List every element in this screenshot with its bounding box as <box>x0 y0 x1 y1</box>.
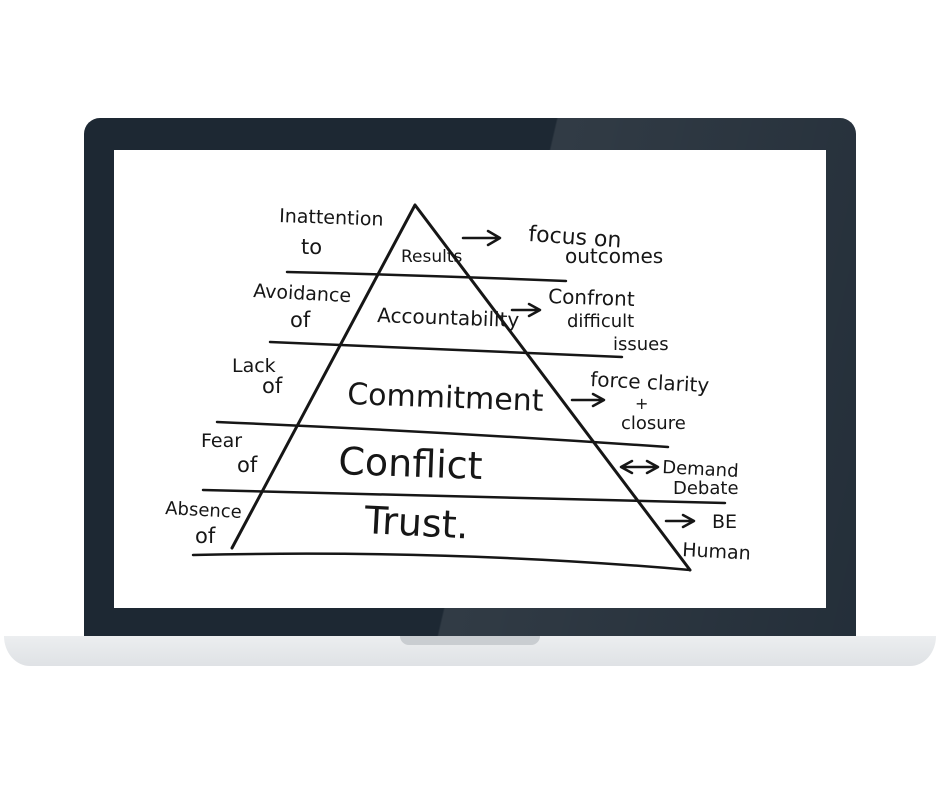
divider-line <box>201 488 727 505</box>
pyramid-outline <box>230 203 692 572</box>
action-label: force clarity <box>590 367 710 397</box>
action-label: Human <box>682 539 752 565</box>
action-label: + <box>635 394 648 413</box>
action-label: closure <box>621 413 686 434</box>
dysfunction-prefix: of <box>290 308 311 332</box>
laptop-screen <box>114 150 826 608</box>
dysfunction-prefix: Inattention <box>279 205 384 231</box>
level-name-conflict: Conflict <box>338 439 484 488</box>
level-name-results: Results <box>401 247 463 267</box>
laptop-base-notch <box>400 636 540 645</box>
level-name-commitment: Commitment <box>347 377 545 419</box>
level-name-trust: Trust. <box>363 498 470 547</box>
dysfunction-prefix: Lack <box>232 355 276 377</box>
dysfunction-prefix: to <box>301 235 322 259</box>
action-label: BE <box>712 511 737 533</box>
arrow-icon <box>510 302 542 318</box>
action-label: Demand <box>662 457 739 482</box>
dysfunction-prefix: of <box>262 374 283 398</box>
double-arrow-icon <box>619 459 660 475</box>
action-label: difficult <box>567 311 634 332</box>
arrow-icon <box>570 392 606 408</box>
dysfunction-prefix: of <box>237 453 258 477</box>
divider-line <box>191 552 692 572</box>
arrow-icon <box>664 513 696 529</box>
action-label: Debate <box>673 478 739 499</box>
action-label: issues <box>613 334 669 355</box>
divider-line <box>285 270 568 283</box>
divider-line <box>215 420 670 449</box>
dysfunction-prefix: of <box>195 524 216 548</box>
action-label: Confront <box>548 284 635 311</box>
action-label: outcomes <box>565 244 663 268</box>
divider-line <box>268 340 624 359</box>
arrow-icon <box>461 229 502 247</box>
level-name-accountability: Accountability <box>377 303 520 332</box>
dysfunction-prefix: Avoidance <box>253 280 352 307</box>
dysfunction-prefix: Fear <box>201 430 242 452</box>
dysfunction-prefix: Absence <box>165 498 243 523</box>
